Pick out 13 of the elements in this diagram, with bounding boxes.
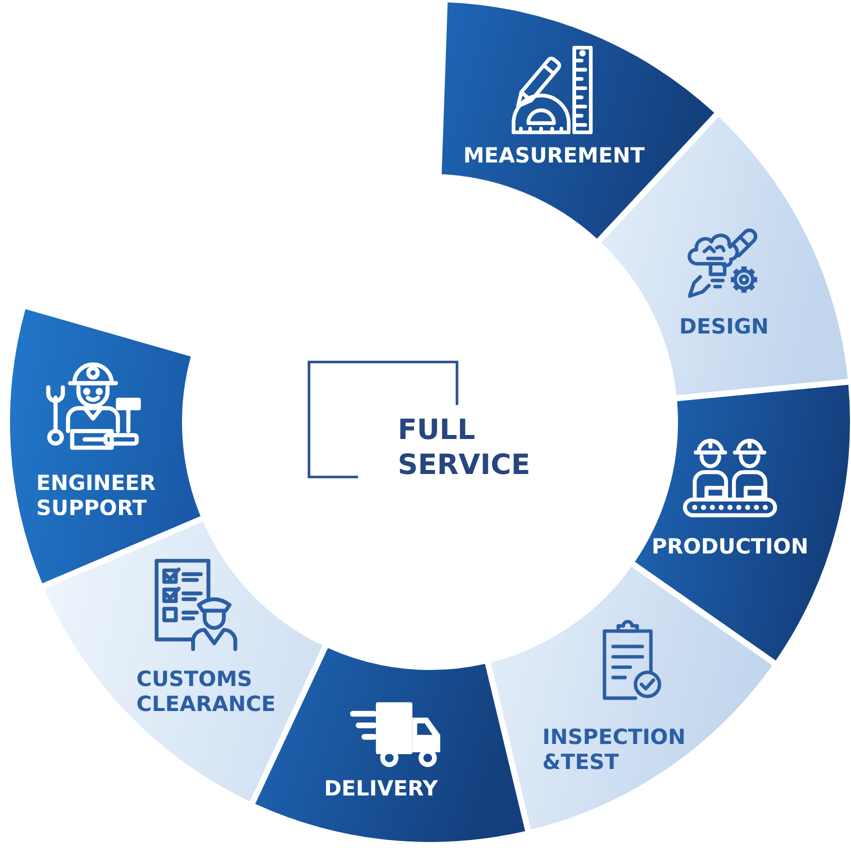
segment-label: PRODUCTION bbox=[652, 534, 808, 560]
segment-label: CUSTOMS CLEARANCE bbox=[136, 667, 276, 717]
segment-label: INSPECTION &TEST bbox=[542, 725, 686, 775]
ring-segment bbox=[441, 2, 715, 239]
segment-label: ENGINEER SUPPORT bbox=[36, 471, 156, 521]
ring-segment bbox=[490, 566, 773, 830]
ring-segment bbox=[634, 384, 850, 661]
segment-label: DESIGN bbox=[679, 314, 769, 340]
segment-label: MEASUREMENT bbox=[463, 144, 645, 168]
ring-segment bbox=[44, 521, 323, 802]
center-title: FULL SERVICE bbox=[398, 412, 530, 482]
ring-segment bbox=[10, 309, 201, 584]
segment-label: DELIVERY bbox=[324, 776, 438, 802]
